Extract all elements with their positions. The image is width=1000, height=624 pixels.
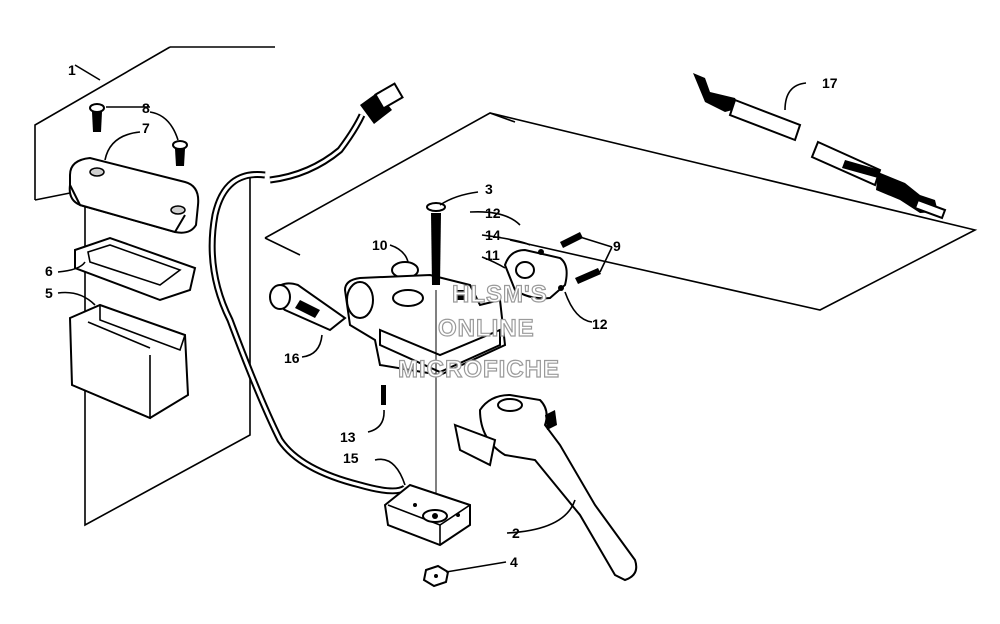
callout-8: 8 [142,100,150,116]
reservoir-body [68,303,190,420]
cap-screws [89,103,188,166]
brake-hose [208,82,408,495]
callout-6: 6 [45,263,53,279]
master-cylinder-body [343,273,507,377]
gasket [74,236,197,302]
brake-lever [453,393,638,582]
callout-1: 1 [68,62,76,78]
callout-10: 10 [372,237,388,253]
callout-12-top: 12 [485,205,501,221]
watermark-line-3: MICROFICHE [398,356,560,383]
callout-3: 3 [485,181,493,197]
leader-lines [57,82,807,573]
clamp-bracket [503,232,601,300]
callout-5: 5 [45,285,53,301]
callout-13: 13 [340,429,356,445]
watermark-line-2: ONLINE [438,315,535,342]
master-cylinder-frame [264,112,978,311]
callout-4: 4 [510,554,518,570]
callout-14: 14 [485,227,501,243]
callout-15: 15 [343,450,359,466]
callout-2: 2 [512,525,520,541]
callout-9: 9 [613,238,621,254]
reservoir-cap [68,156,200,234]
watermark-line-1: HLSM'S [452,281,548,308]
watermark: HLSM'S ONLINE MICROFICHE [397,280,560,383]
nut [422,564,450,588]
callout-17: 17 [822,75,838,91]
callout-16: 16 [284,350,300,366]
callout-labels: 1 2 3 4 5 6 7 8 9 10 11 12 12 13 14 15 1… [45,62,838,570]
cable-assembly [693,73,947,220]
pin [381,385,386,405]
piston [269,282,347,332]
switch-block [383,483,471,547]
callout-11: 11 [485,247,500,263]
callout-7: 7 [142,120,150,136]
callout-12-bottom: 12 [592,316,608,332]
